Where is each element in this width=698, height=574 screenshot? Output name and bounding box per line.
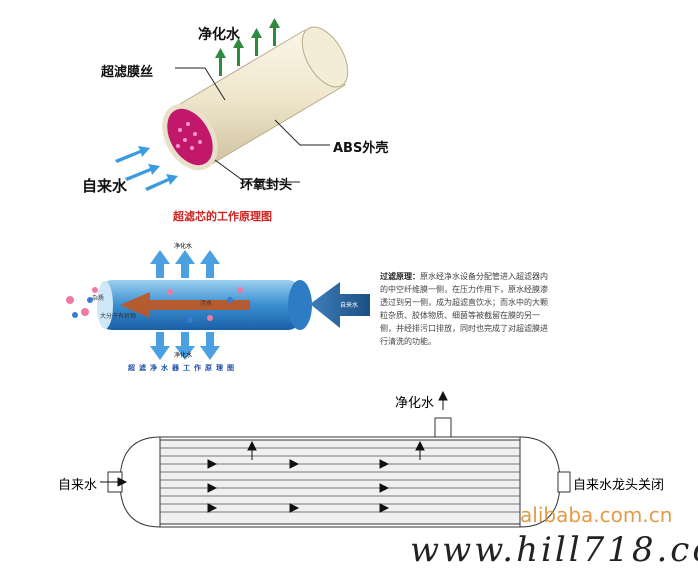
label-bottom-tap: 自来水: [58, 478, 98, 493]
filter-vessel: [107, 417, 571, 528]
flow-arrows: [100, 390, 448, 513]
membrane-tube: [66, 280, 312, 330]
inlet-arrows: [115, 146, 178, 191]
label-fiber: 超滤膜丝: [101, 65, 154, 80]
label-inlet: 自来水: [340, 302, 359, 309]
description-text: 原水经净水设备分配管进入超滤器内的中空纤维膜一侧，在压力作用下，原水经膜渗透过到…: [380, 272, 548, 346]
leader-lines: [175, 67, 330, 183]
description-title: 过滤原理：: [380, 272, 420, 281]
mid-purified-arrows: [150, 250, 220, 360]
uf-cartridge: [162, 26, 349, 171]
caption-top: 超滤芯的工作原理图: [173, 210, 272, 223]
watermark-overlay: alibaba.com.cn: [520, 503, 673, 527]
principle-description: 过滤原理：原水经净水设备分配管进入超滤器内的中空纤维膜一侧，在压力作用下，原水经…: [380, 270, 552, 348]
label-tap-water: 自来水: [82, 177, 128, 195]
label-impurity: 杂质: [92, 295, 105, 302]
purified-water-arrows: [215, 18, 280, 76]
label-organics: 大分子有机物: [100, 313, 137, 320]
caption-mid: 超滤净水器工作原理图: [128, 364, 238, 372]
watermark-site: www.hill718.com: [410, 530, 698, 570]
label-mid-purified-bottom: 净化水: [174, 352, 193, 359]
label-shell: ABS外壳: [333, 141, 389, 156]
label-purified-water: 净化水: [198, 27, 240, 43]
label-faucet-closed: 自来水龙头关闭: [573, 478, 665, 493]
label-mid-purified-top: 净化水: [174, 243, 193, 250]
tap-water-arrow: [310, 282, 370, 328]
label-end-cap: 环氧封头: [240, 178, 293, 193]
label-sewage: 污水: [200, 300, 213, 307]
label-bottom-purified: 净化水: [395, 396, 435, 411]
